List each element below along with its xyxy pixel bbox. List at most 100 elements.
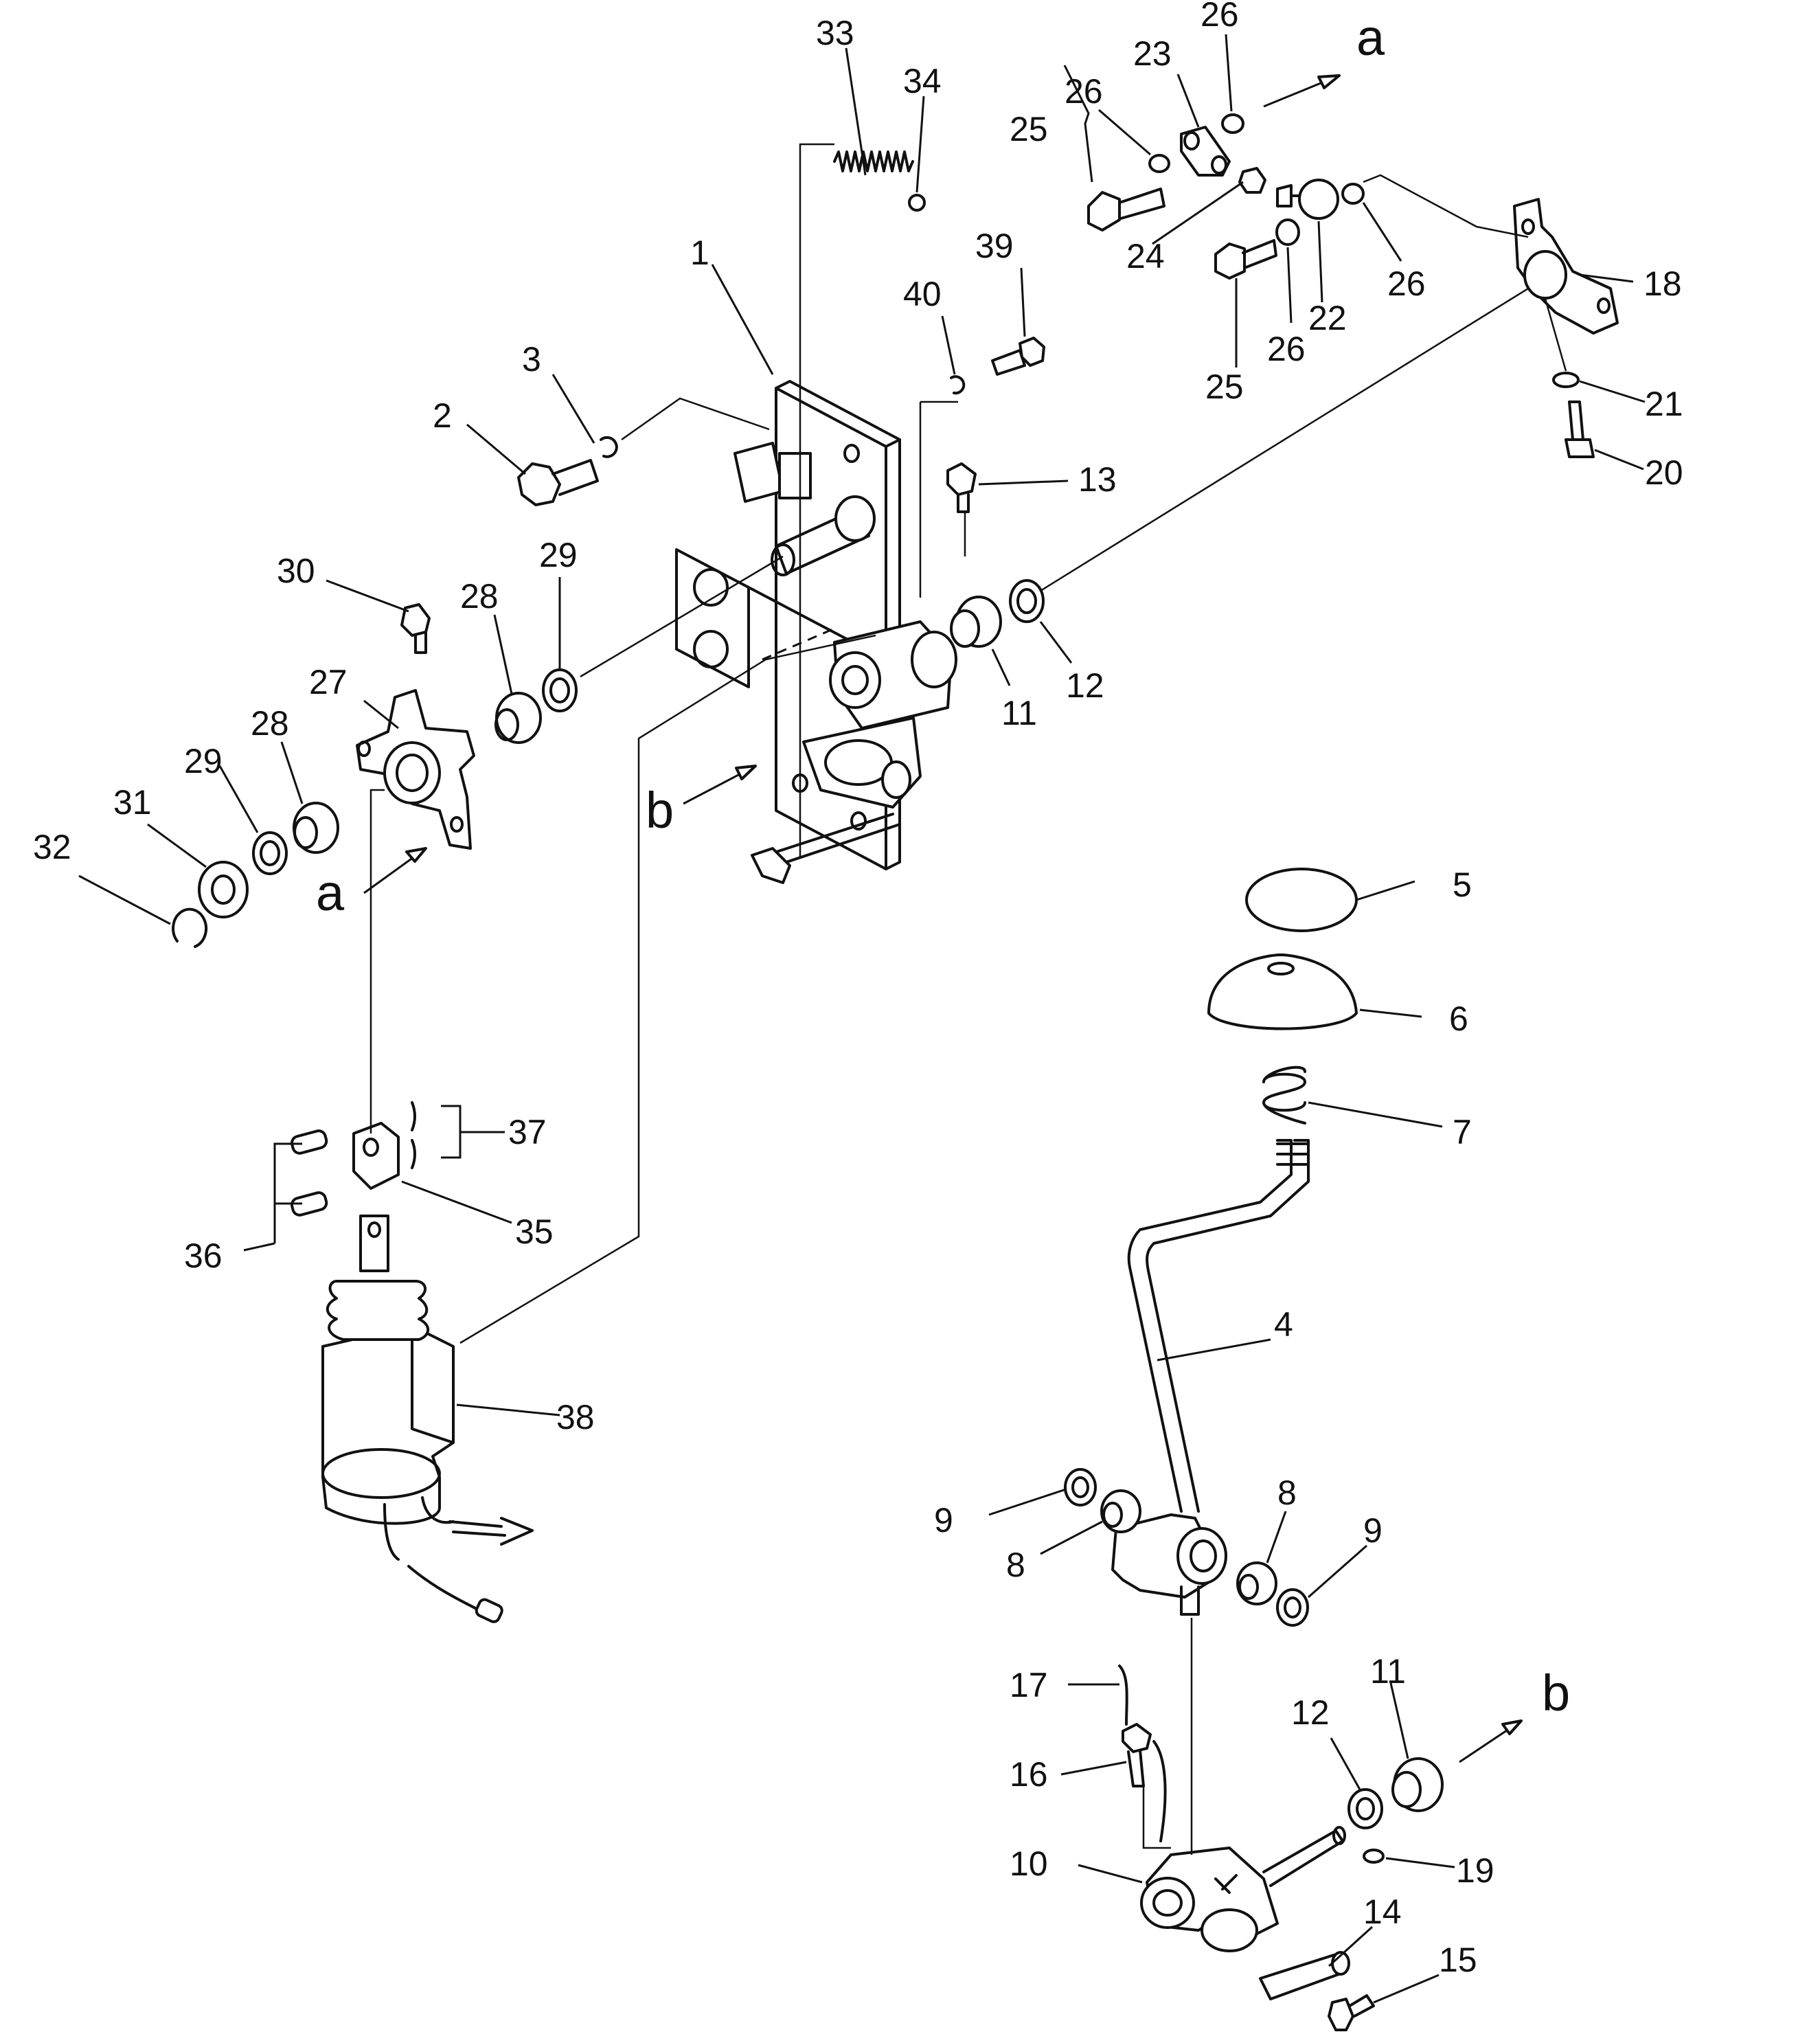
label-26-right: 26	[1387, 264, 1426, 303]
label-6: 6	[1449, 1000, 1468, 1038]
link-35	[352, 1122, 400, 1190]
spring-7	[1262, 1065, 1306, 1125]
label-9-right: 9	[1363, 1511, 1383, 1550]
snap-ring-32	[172, 907, 208, 948]
wire-17b	[1152, 1740, 1167, 1842]
label-5: 5	[1453, 866, 1472, 904]
bearing-9-right	[1276, 1588, 1309, 1627]
wire-17	[1118, 1664, 1128, 1726]
connection-letters: a a b b	[316, 9, 1570, 1722]
label-28-left: 28	[251, 704, 289, 743]
label-31: 31	[113, 783, 152, 822]
bolt-16	[1122, 1723, 1152, 1787]
label-14: 14	[1363, 1893, 1402, 1931]
label-35: 35	[515, 1212, 554, 1251]
assembly-lines	[369, 143, 1567, 1855]
label-38: 38	[556, 1398, 595, 1436]
label-12-upper: 12	[1066, 666, 1104, 705]
label-12-lower: 12	[1291, 1693, 1330, 1732]
washer-3	[600, 436, 618, 458]
label-39: 39	[975, 227, 1014, 265]
label-8-left: 8	[1006, 1546, 1025, 1584]
label-24: 24	[1126, 237, 1165, 275]
bearing-29-left	[252, 831, 288, 875]
label-37: 37	[508, 1113, 547, 1151]
label-3: 3	[522, 340, 541, 379]
label-10: 10	[1010, 1844, 1048, 1883]
solenoid-38	[321, 1215, 534, 1623]
label-26-lower: 26	[1267, 330, 1306, 368]
washer-40	[950, 375, 966, 395]
label-40: 40	[903, 275, 942, 313]
label-17: 17	[1010, 1666, 1048, 1704]
connection-mark-b-bottom: b	[1542, 1664, 1570, 1722]
bearing-29-right	[542, 668, 578, 712]
label-4: 4	[1274, 1305, 1293, 1344]
bracket-plate	[675, 380, 957, 884]
label-36: 36	[184, 1237, 223, 1275]
shift-lever-4	[1127, 1139, 1310, 1513]
label-19: 19	[1456, 1851, 1494, 1890]
ball-19	[1363, 1849, 1385, 1864]
label-7: 7	[1453, 1113, 1472, 1151]
bushing-28-right	[494, 692, 542, 744]
label-1: 1	[690, 234, 709, 272]
grease-fitting-13	[946, 462, 977, 513]
grease-fitting-30	[400, 603, 431, 654]
lever-27	[356, 689, 475, 850]
label-27: 27	[309, 663, 348, 701]
label-11-lower: 11	[1370, 1652, 1406, 1691]
bolt-2	[517, 459, 599, 506]
lever-10	[1140, 1826, 1346, 1952]
label-21: 21	[1645, 385, 1683, 423]
part-numbers: 1 2 3 4 5 6 7 8 8 9 9 10 11 11 12 12 13 …	[33, 0, 1683, 1979]
label-23: 23	[1133, 34, 1172, 73]
spring-33	[833, 150, 914, 172]
upper-linkage	[1087, 113, 1619, 458]
bushing-11-lower	[1391, 1757, 1444, 1812]
label-29-right: 29	[539, 536, 578, 574]
bearing-12-upper	[1009, 579, 1045, 623]
label-20: 20	[1645, 453, 1683, 492]
label-33: 33	[816, 14, 854, 52]
label-30: 30	[277, 552, 315, 590]
label-13: 13	[1078, 460, 1117, 499]
bearing-12-lower	[1347, 1788, 1383, 1829]
bushing-11-upper	[950, 596, 1002, 648]
label-29-left: 29	[184, 742, 223, 780]
bushing-8-right	[1236, 1561, 1277, 1605]
label-8-right: 8	[1277, 1474, 1297, 1512]
boot-6	[1207, 953, 1358, 1030]
label-32: 32	[33, 828, 71, 866]
label-25-lower: 25	[1205, 368, 1244, 406]
label-18: 18	[1643, 264, 1682, 303]
label-16: 16	[1010, 1755, 1048, 1794]
bearing-9-left	[1064, 1468, 1097, 1506]
seal-31	[198, 861, 249, 918]
bolt-39	[991, 337, 1045, 376]
label-2: 2	[433, 396, 452, 435]
lever-hub	[1111, 1513, 1227, 1616]
label-26-top: 26	[1201, 0, 1239, 34]
grease-fitting-15	[1328, 1994, 1375, 2031]
label-25-upper: 25	[1010, 110, 1048, 148]
clips-37	[411, 1101, 416, 1169]
label-34: 34	[903, 62, 942, 100]
connection-arrows	[363, 74, 1523, 1763]
connection-mark-a-left: a	[316, 864, 345, 921]
pins-36	[290, 1129, 328, 1217]
knob-5	[1245, 868, 1358, 932]
leader-lines	[78, 34, 1646, 2004]
label-26-a: 26	[1065, 72, 1103, 111]
bushing-28-left	[293, 802, 339, 854]
ball-34	[908, 194, 926, 212]
label-28-right: 28	[460, 577, 499, 616]
label-9-left: 9	[934, 1501, 953, 1539]
bushing-8-left	[1100, 1489, 1141, 1533]
label-15: 15	[1439, 1941, 1477, 1979]
label-22: 22	[1308, 299, 1347, 337]
connection-mark-a-top: a	[1356, 9, 1385, 66]
connection-mark-b-center: b	[646, 782, 674, 839]
label-11-upper: 11	[1001, 694, 1037, 732]
